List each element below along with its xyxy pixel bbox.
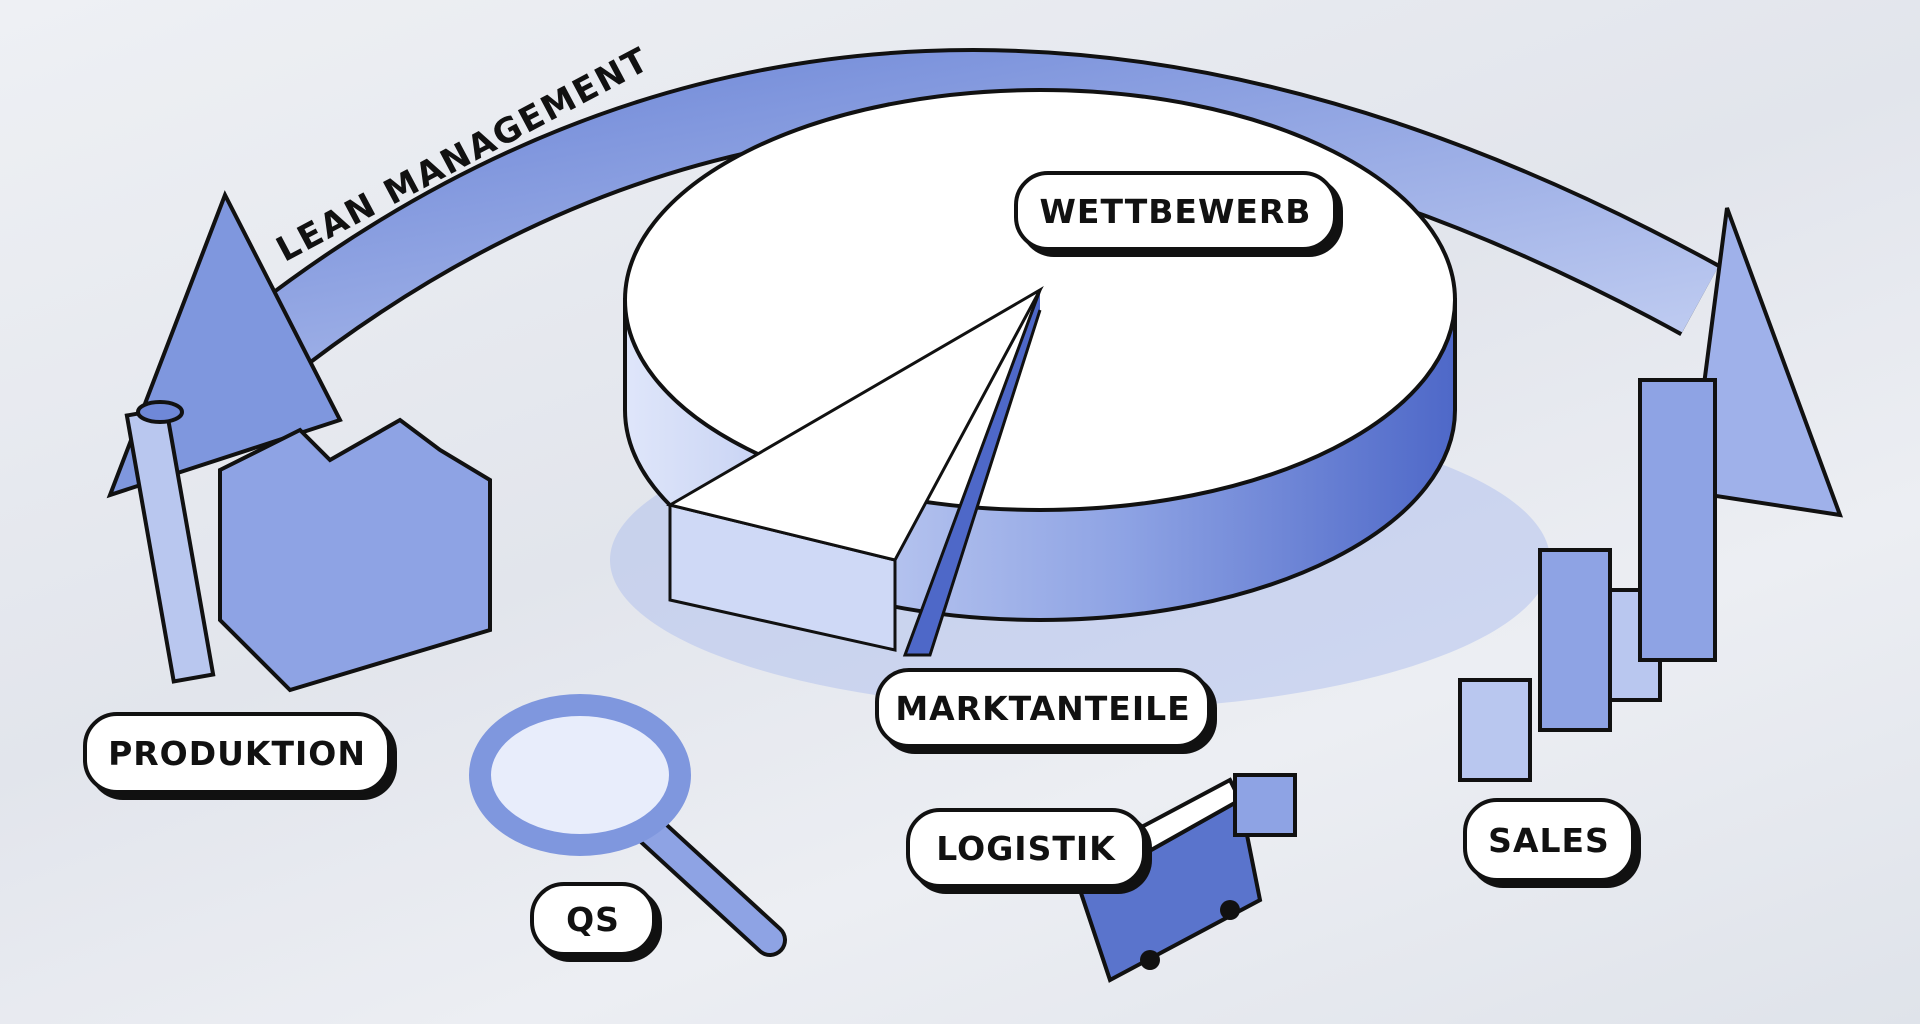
arrowhead-right-icon [1687,207,1844,518]
qs-label: QS [530,882,656,956]
marktanteile-label: MARKTANTEILE [875,668,1211,748]
produktion-label: PRODUKTION [83,712,391,794]
factory-icon [124,400,492,693]
sales-label: SALES [1463,798,1635,882]
magnifier-icon [469,694,787,957]
bar-chart-icon [1458,378,1717,782]
wettbewerb-label: WETTBEWERB [1014,171,1337,251]
logistik-label: LOGISTIK [906,808,1146,888]
